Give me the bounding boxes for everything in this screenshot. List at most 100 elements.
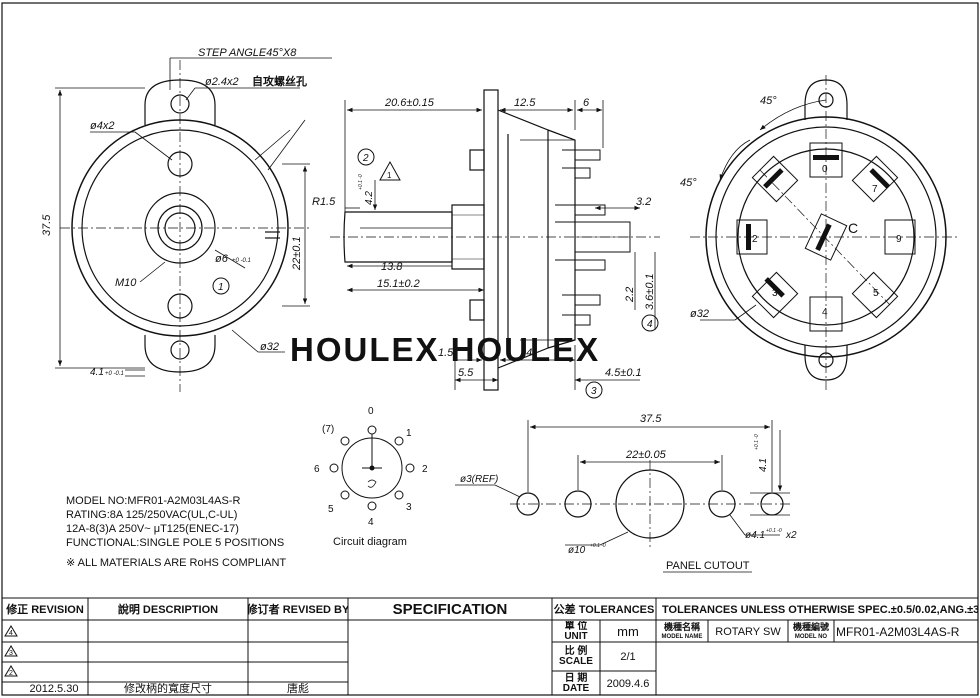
flange-dim: 4.1 — [90, 367, 104, 378]
rear-outer-dia: ø32 — [690, 308, 709, 320]
shaft-length-dim: 20.6±0.15 — [384, 97, 435, 109]
scale-value: 2/1 — [620, 651, 636, 663]
circuit-pos-1: 1 — [406, 428, 412, 439]
pin-label-c: C — [848, 220, 858, 236]
circuit-diagram — [329, 425, 415, 511]
height-dim: 37.5 — [41, 214, 53, 236]
body-dim: 12.5 — [514, 97, 536, 109]
rev-mark-2: 2 — [9, 670, 13, 677]
panel-side-holes-tol: +0.1 -0 — [766, 528, 782, 534]
thread-label: M10 — [115, 277, 137, 289]
angle-a-label: 45° — [760, 95, 777, 107]
mount-hole-note: 自攻螺丝孔 — [252, 74, 307, 88]
circuit-pos-5: 5 — [328, 504, 334, 515]
front-view-labels: STEP ANGLE45°X8 ø2.4x2 自攻螺丝孔 ø4x2 37.5 2… — [41, 47, 307, 378]
circuit-pos-4: 4 — [368, 517, 374, 528]
circuit-labels: 0 1 2 3 4 5 6 (7) Circuit diagram — [314, 406, 428, 548]
scale-label: 比 例 SCALE — [552, 643, 600, 671]
flange-tol: +0 -0.1 — [105, 371, 124, 377]
dim-3-6: 3.6±0.1 — [644, 273, 656, 310]
scale-label-cn: 比 例 — [564, 646, 588, 657]
pin-label-3: 3 — [772, 288, 778, 299]
center-dist-dim: 22±0.1 — [291, 236, 303, 271]
rev-row-date: 2012.5.30 — [29, 683, 79, 695]
scale-label-en: SCALE — [559, 656, 593, 667]
panel-labels: 37.5 22±0.05 4.1 +0.1 -0 ø3(REF) ø10 +0.… — [460, 413, 797, 572]
model-no-value: MFR01-A2M03L4AS-R — [836, 624, 960, 639]
circuit-caption: Circuit diagram — [333, 536, 407, 548]
pin-label-4: 4 — [822, 307, 828, 318]
panel-main-hole-tol: +0.1 -0 — [590, 543, 606, 549]
panel-cutout — [455, 420, 790, 573]
dim-5-5: 5.5 — [458, 367, 474, 379]
circuit-pos-2: 2 — [422, 464, 428, 475]
panel-hole-h-tol: +0.1 -0 — [754, 434, 760, 450]
terminal-dim: 6 — [583, 97, 590, 109]
revision-header: 修正 REVISION — [6, 603, 84, 616]
pin-label-0: 0 — [822, 164, 828, 175]
panel-side-holes: ø4.1 — [745, 530, 765, 541]
triangle-1-text: 1 — [387, 171, 392, 180]
tolerances-header: 公差 TOLERANCES — [553, 603, 655, 616]
shaft-tol: +0 -0.1 — [232, 258, 251, 264]
spec-line-model: MODEL NO:MFR01-A2M03L4AS-R — [66, 495, 240, 507]
circuit-pos-3: 3 — [406, 502, 412, 513]
model-name-label-cn: 機種名稱 — [663, 621, 700, 632]
outer-dia-label: ø32 — [260, 341, 279, 353]
panel-center-dim: 22±0.05 — [625, 449, 667, 461]
pin-label-7: 7 — [872, 184, 878, 195]
circuit-pos-0: 0 — [368, 406, 374, 417]
spec-line-rating-2: 12A-8(3)A 250V~ μT125(ENEC-17) — [66, 523, 239, 535]
dim-2-2: 2.2 — [624, 287, 636, 303]
dim-14: 14 — [520, 347, 532, 359]
panel-ref-hole: ø3(REF) — [460, 474, 498, 485]
step-angle-label: STEP ANGLE45°X8 — [198, 47, 297, 59]
circuit-pos-7: (7) — [322, 424, 334, 435]
circuit-common-dot — [369, 465, 375, 471]
tolerance-note: TOLERANCES UNLESS OTHERWISE SPEC.±0.5/0.… — [662, 603, 978, 616]
unit-value: mm — [617, 623, 639, 639]
model-name-label: 機種名稱 MODEL NAME — [656, 621, 708, 642]
mount-hole-label: ø2.4x2 — [205, 76, 239, 88]
dim-4-5: 4.5±0.1 — [605, 367, 642, 379]
rear-view — [690, 75, 960, 390]
model-no-label-cn: 機種編號 — [792, 621, 829, 632]
spec-notes: MODEL NO:MFR01-A2M03L4AS-R RATING:8A 125… — [66, 495, 286, 569]
rev-mark-3: 3 — [9, 650, 13, 657]
spec-line-rating: RATING:8A 125/250VAC(UL,C-UL) — [66, 509, 237, 521]
panel-side-holes-qty: x2 — [785, 530, 797, 541]
pin-label-9: 9 — [896, 234, 902, 245]
pin-label-2: 2 — [752, 234, 758, 245]
dim-15-1: 15.1±0.2 — [377, 278, 420, 290]
date-label-en: DATE — [562, 682, 590, 694]
front-view — [55, 57, 332, 392]
revision-marks: 4 3 2 — [9, 630, 13, 677]
rear-view-labels: 45° 45° ø32 0 7 2 C 9 3 5 4 — [680, 95, 902, 320]
dim-3-2: 3.2 — [636, 196, 651, 208]
balloon-4-text: 4 — [647, 319, 653, 330]
side-view — [330, 89, 660, 399]
side-view-labels: 20.6±0.15 12.5 6 4.2 +0.1 -0 2 1 R1.5 13… — [312, 97, 656, 397]
rev-row-description: 修改柄的寬度尺寸 — [124, 683, 212, 695]
panel-hole-h-dim: 4.1 — [758, 458, 769, 472]
model-name-value: ROTARY SW — [715, 625, 781, 638]
panel-width-dim: 37.5 — [640, 413, 662, 425]
specification-title: SPECIFICATION — [392, 600, 508, 618]
balloon-2-text: 2 — [362, 153, 369, 164]
model-name-label-en: MODEL NAME — [661, 633, 703, 640]
balloon-1-text: 1 — [218, 282, 224, 293]
panel-caption: PANEL CUTOUT — [666, 560, 750, 572]
spec-line-rohs: ※ ALL MATERIALS ARE RoHS COMPLIANT — [66, 557, 286, 569]
shaft-dia-label: ø6 — [215, 253, 229, 265]
title-block-grid — [2, 597, 978, 695]
unit-label-en: UNIT — [564, 630, 588, 642]
date-label: 日 期 DATE — [552, 672, 600, 695]
circuit-pos-6: 6 — [314, 464, 320, 475]
date-label-cn: 日 期 — [564, 672, 588, 684]
panel-main-hole: ø10 — [568, 545, 586, 556]
model-no-label: 機種編號 MODEL NO — [788, 621, 834, 642]
rear-terminal-bars — [746, 155, 890, 298]
unit-label: 單 位 UNIT — [552, 621, 600, 642]
rev-row-revised-by: 唐彪 — [287, 683, 309, 695]
